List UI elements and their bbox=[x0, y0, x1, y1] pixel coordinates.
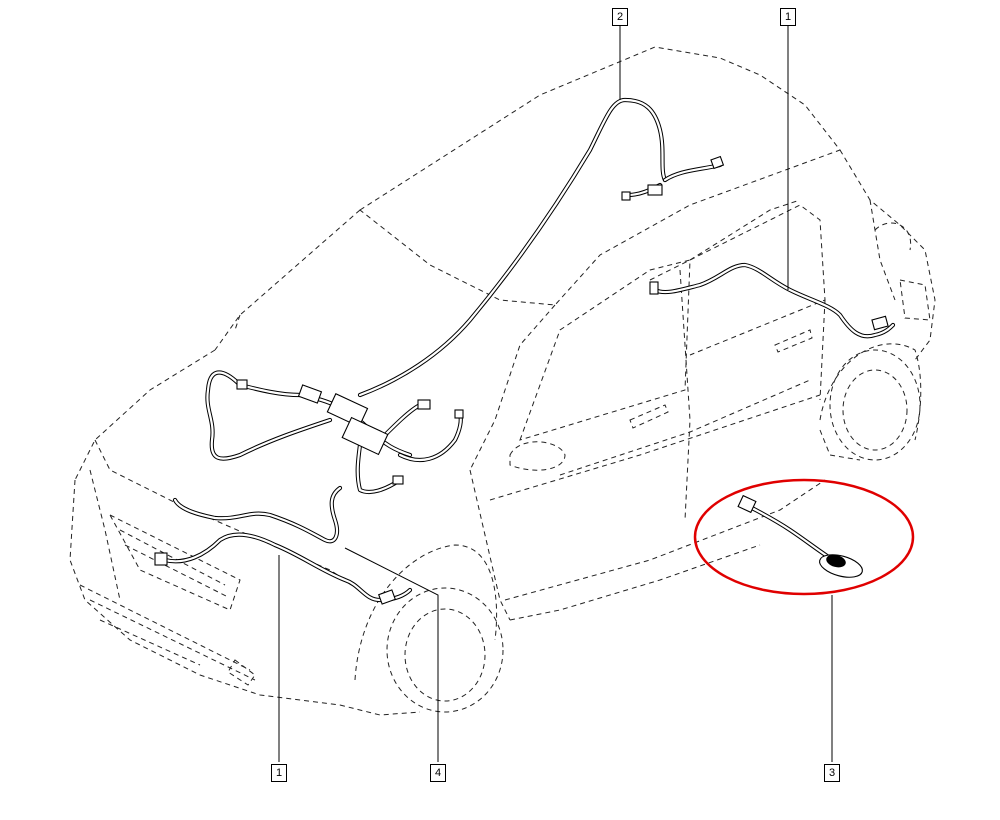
harness-side bbox=[652, 262, 896, 339]
callout-1-top: 1 bbox=[780, 8, 796, 26]
callout-3-bottom: 3 bbox=[824, 764, 840, 782]
leader-lines bbox=[278, 26, 833, 762]
highlight-circle bbox=[693, 478, 915, 596]
sensor-part-3 bbox=[737, 494, 863, 578]
callout-2-top: 2 bbox=[612, 8, 628, 26]
callout-1-bottom: 1 bbox=[271, 764, 287, 782]
callout-4-bottom: 4 bbox=[430, 764, 446, 782]
car-body-outline bbox=[69, 46, 936, 716]
harness-dashboard bbox=[205, 370, 463, 495]
harness-connectors bbox=[154, 155, 889, 605]
harness-roof bbox=[357, 97, 723, 398]
